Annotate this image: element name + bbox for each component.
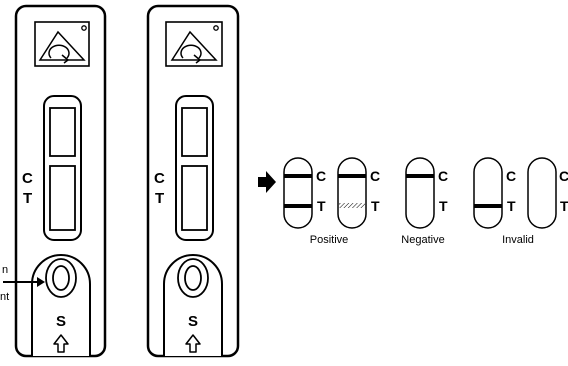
test-window-label: T — [23, 190, 32, 207]
result-label-positive: Positive — [309, 234, 349, 246]
result-window — [43, 95, 82, 241]
arrow-right-icon — [258, 171, 276, 193]
control-line — [284, 174, 312, 178]
strip-test-label: T — [439, 198, 448, 214]
sample-well-label: S — [188, 313, 198, 330]
result-strip-invalid-2 — [527, 157, 557, 229]
result-window — [175, 95, 214, 241]
sample-well-label: S — [56, 313, 66, 330]
strip-control-label: C — [506, 168, 516, 184]
control-line — [338, 174, 366, 178]
sample-well — [31, 254, 91, 356]
test-line — [474, 204, 502, 208]
result-strip-positive-2 — [337, 157, 367, 229]
callout-text-line1: n — [2, 264, 9, 276]
test-line — [284, 204, 312, 208]
arrow-up-icon — [185, 334, 201, 353]
control-window-label: C — [22, 170, 33, 187]
callout-text-line2: nt — [0, 291, 10, 303]
result-strip-positive-1 — [283, 157, 313, 229]
pouch-logo-icon — [165, 21, 223, 67]
sample-well — [163, 254, 223, 356]
test-cassette-1: C T S — [3, 4, 107, 358]
strip-test-label: T — [317, 198, 326, 214]
strip-control-label: C — [316, 168, 326, 184]
test-cassette-2: C T S — [146, 4, 240, 358]
faint-test-line — [339, 203, 365, 208]
result-strip-invalid-1 — [473, 157, 503, 229]
result-label-negative: Negative — [401, 234, 445, 246]
control-window-label: C — [154, 170, 165, 187]
strip-test-label: T — [560, 198, 568, 214]
pouch-logo-icon — [34, 21, 90, 67]
result-strip-negative — [405, 157, 435, 229]
strip-control-label: C — [559, 168, 568, 184]
result-label-invalid: Invalid — [502, 234, 534, 246]
strip-control-label: C — [438, 168, 448, 184]
strip-test-label: T — [507, 198, 516, 214]
control-line — [406, 174, 434, 178]
strip-test-label: T — [371, 198, 380, 214]
sample-well-pointer — [3, 277, 45, 287]
arrow-up-icon — [53, 334, 69, 353]
test-window-label: T — [155, 190, 164, 207]
strip-control-label: C — [370, 168, 380, 184]
